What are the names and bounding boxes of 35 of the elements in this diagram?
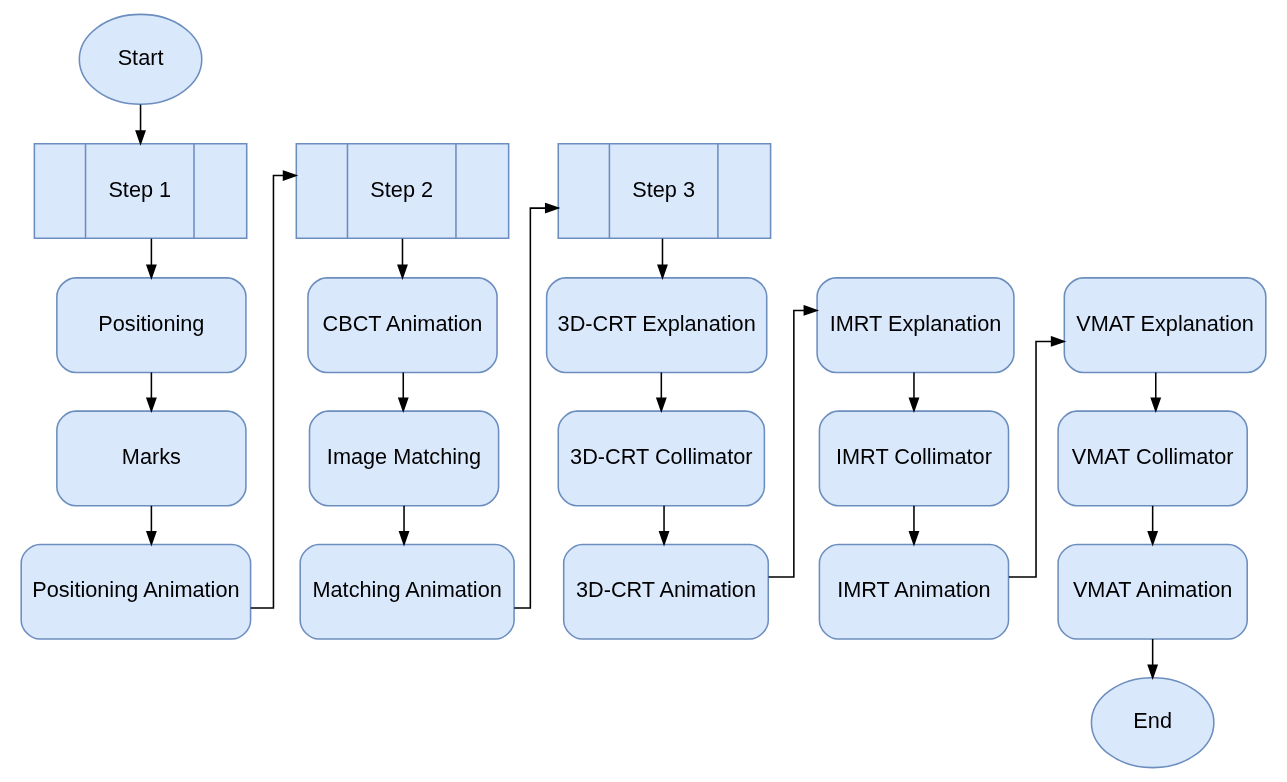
arrow [398,505,410,547]
arrow [767,304,820,578]
node-box: VMAT Collimator [1057,410,1248,507]
arrow [135,103,146,146]
arrow [1008,335,1067,578]
node-box: IMRT Animation [818,543,1010,640]
arrow [658,505,670,547]
node-ellipse: Start [78,13,203,106]
node-box: Marks [56,410,247,507]
node-box: IMRT Collimator [818,410,1010,507]
node-box: VMAT Explanation [1063,277,1267,374]
arrow [145,505,157,547]
node-box: CBCT Animation [307,277,498,374]
arrow [397,237,408,280]
node-box: IMRT Explanation [816,277,1015,374]
arrow [908,505,920,547]
node-ellipse: End [1090,676,1215,769]
node-box: Matching Animation [299,543,515,640]
node-box: Positioning Animation [20,543,252,640]
arrow [657,237,668,280]
arrow [655,371,667,414]
node-box: VMAT Animation [1057,543,1248,640]
node-box: Positioning [56,277,247,374]
arrow [1150,371,1162,414]
arrow [145,237,157,280]
node-box: 3D-CRT Collimator [557,410,766,507]
arrow [397,371,409,414]
arrow [1147,638,1159,680]
arrow [249,170,299,609]
node-box: Image Matching [308,410,500,507]
node-box: 3D-CRT Animation [562,543,770,640]
arrow [145,371,157,414]
node-box: 3D-CRT Explanation [545,277,768,374]
arrow [908,371,920,414]
arrow [1147,505,1159,547]
